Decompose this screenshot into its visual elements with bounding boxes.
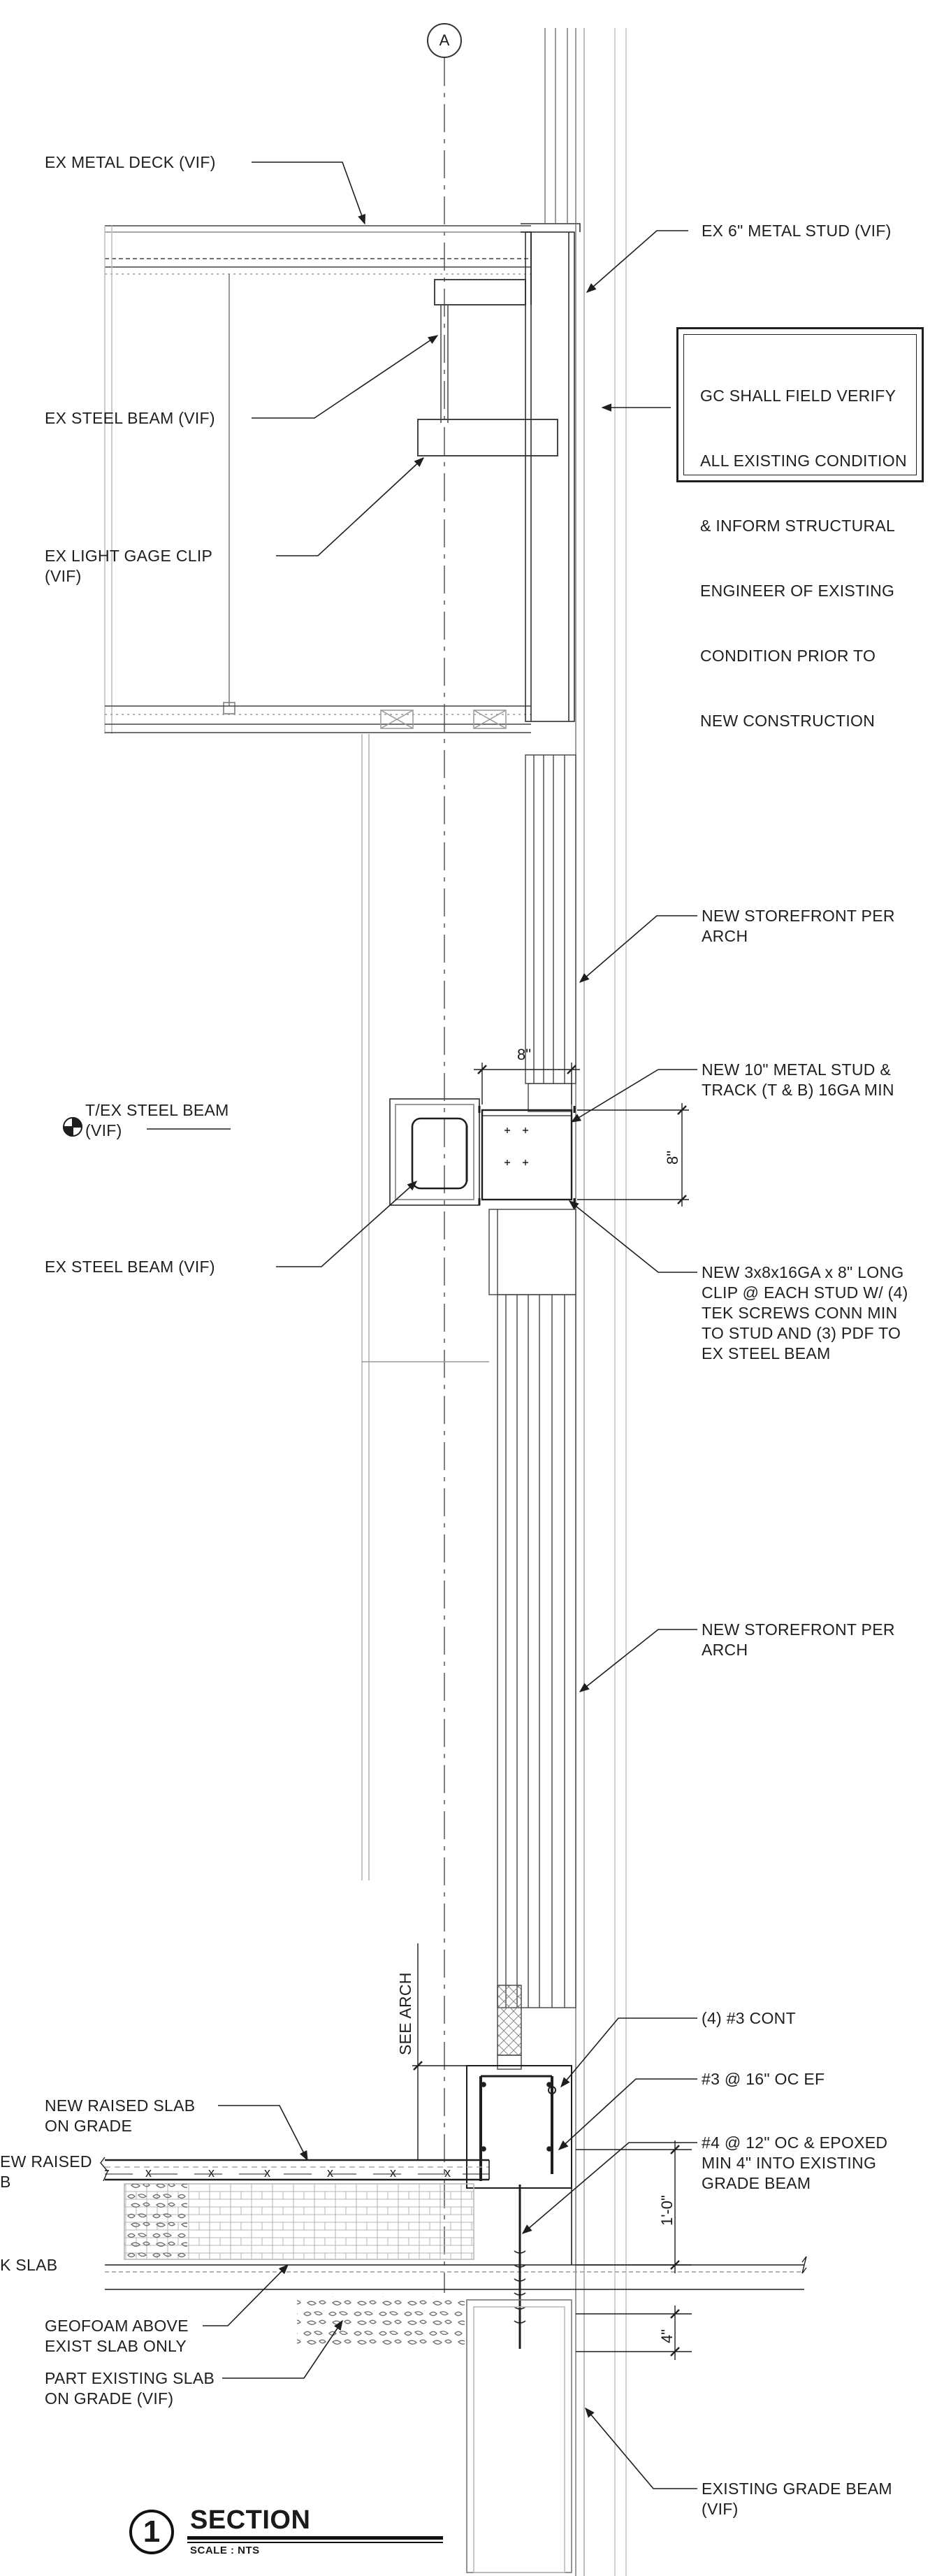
ex-metal-stud: [521, 223, 581, 722]
label-cut-new-raised-b: B: [0, 2173, 11, 2191]
label-new-raised-slab: NEW RAISED SLAB: [45, 2096, 196, 2115]
svg-text:x: x: [390, 2166, 396, 2180]
storefront-lower: [362, 1209, 576, 2070]
label-part-existing-slab-vif: ON GRADE (VIF): [45, 2389, 174, 2408]
note-line: ENGINEER OF EXISTING: [700, 582, 895, 600]
label-t-ex-steel-beam: T/EX STEEL BEAM: [85, 1101, 229, 1119]
storefront-upper: [361, 734, 576, 1880]
svg-text:x: x: [145, 2166, 152, 2180]
svg-text:x: x: [208, 2166, 215, 2180]
label-new-clip: TO STUD AND (3) PDF TO: [702, 1324, 901, 1342]
title-underline: [187, 2536, 443, 2540]
label-rebar-ef: #3 @ 16" OC EF: [702, 2070, 825, 2088]
section-number-bubble: 1: [129, 2510, 174, 2554]
dim-clip-height-text: 8": [664, 1150, 681, 1165]
label-new-storefront-2-arch: ARCH: [702, 1641, 748, 1659]
note-line: CONDITION PRIOR TO: [700, 647, 876, 665]
label-cut-new-raised: EW RAISED: [0, 2152, 92, 2171]
label-cut-ex-slab: K SLAB: [0, 2256, 58, 2274]
title-underline-thin: [187, 2542, 443, 2543]
note-line: & INFORM STRUCTURAL: [700, 517, 896, 535]
label-new-metal-stud-track: TRACK (T & B) 16GA MIN: [702, 1081, 894, 1099]
label-rebar-epoxy: MIN 4" INTO EXISTING: [702, 2154, 877, 2172]
section-scale: SCALE : NTS: [190, 2545, 260, 2556]
dim-clip-width: [474, 1063, 580, 1104]
note-line: NEW CONSTRUCTION: [700, 712, 876, 730]
field-verify-note-box: [676, 327, 924, 482]
wall-lines: [544, 28, 627, 2576]
label-ex-metal-stud: EX 6" METAL STUD (VIF): [702, 222, 892, 240]
label-rebar-epoxy: #4 @ 12" OC & EPOXED: [702, 2134, 888, 2152]
label-ex-light-gage-clip-vif: (VIF): [45, 567, 82, 585]
label-new-clip: CLIP @ EACH STUD W/ (4): [702, 1283, 908, 1302]
dim-clip-width-text: 8": [517, 1046, 532, 1063]
label-rebar-epoxy: GRADE BEAM: [702, 2174, 811, 2192]
label-new-clip: TEK SCREWS CONN MIN: [702, 1304, 898, 1322]
note-line: ALL EXISTING CONDITION: [700, 452, 907, 470]
label-existing-grade-beam: EXISTING GRADE BEAM: [702, 2480, 892, 2498]
label-new-raised-slab-grade: ON GRADE: [45, 2117, 133, 2135]
elevation-target-icon: [62, 1116, 83, 1137]
note-line: GC SHALL FIELD VERIFY: [700, 387, 896, 405]
label-existing-grade-beam-vif: (VIF): [702, 2500, 739, 2518]
leaders: [105, 161, 697, 2489]
label-new-metal-stud: NEW 10" METAL STUD &: [702, 1060, 892, 1079]
label-new-storefront-1-arch: ARCH: [702, 927, 748, 945]
svg-text:x: x: [327, 2166, 333, 2180]
dim-embed-text: 4": [658, 2329, 676, 2343]
label-new-storefront-1: NEW STOREFRONT PER: [702, 907, 895, 925]
label-ex-steel-beam-top: EX STEEL BEAM (VIF): [45, 409, 215, 427]
label-rebar-cont: (4) #3 CONT: [702, 2009, 796, 2027]
svg-text:x: x: [444, 2166, 451, 2180]
dim-beam-depth-text: 1'-0": [658, 2195, 676, 2226]
existing-floor-structure: [104, 225, 558, 734]
section-title: SECTION: [190, 2505, 311, 2535]
label-geofoam: GEOFOAM ABOVE: [45, 2317, 189, 2335]
dim-clip-height: [577, 1103, 689, 1207]
steel-beam-connection: [389, 1098, 576, 1206]
label-ex-metal-deck: EX METAL DECK (VIF): [45, 153, 216, 171]
label-new-storefront-2: NEW STOREFRONT PER: [702, 1620, 895, 1639]
svg-text:x: x: [264, 2166, 270, 2180]
label-ex-light-gage-clip: EX LIGHT GAGE CLIP: [45, 547, 213, 565]
label-t-ex-steel-beam-vif: (VIF): [85, 1121, 122, 1139]
label-geofoam-only: EXIST SLAB ONLY: [45, 2337, 187, 2355]
label-ex-steel-beam-mid: EX STEEL BEAM (VIF): [45, 1258, 215, 1276]
label-part-existing-slab: PART EXISTING SLAB: [45, 2369, 215, 2387]
label-new-clip: EX STEEL BEAM: [702, 1344, 831, 1362]
field-verify-note: GC SHALL FIELD VERIFY ALL EXISTING CONDI…: [700, 342, 907, 754]
label-see-arch: SEE ARCH: [396, 1972, 414, 2055]
grid-bubble-a: A: [427, 23, 462, 58]
label-new-clip: NEW 3x8x16GA x 8" LONG: [702, 1263, 904, 1281]
